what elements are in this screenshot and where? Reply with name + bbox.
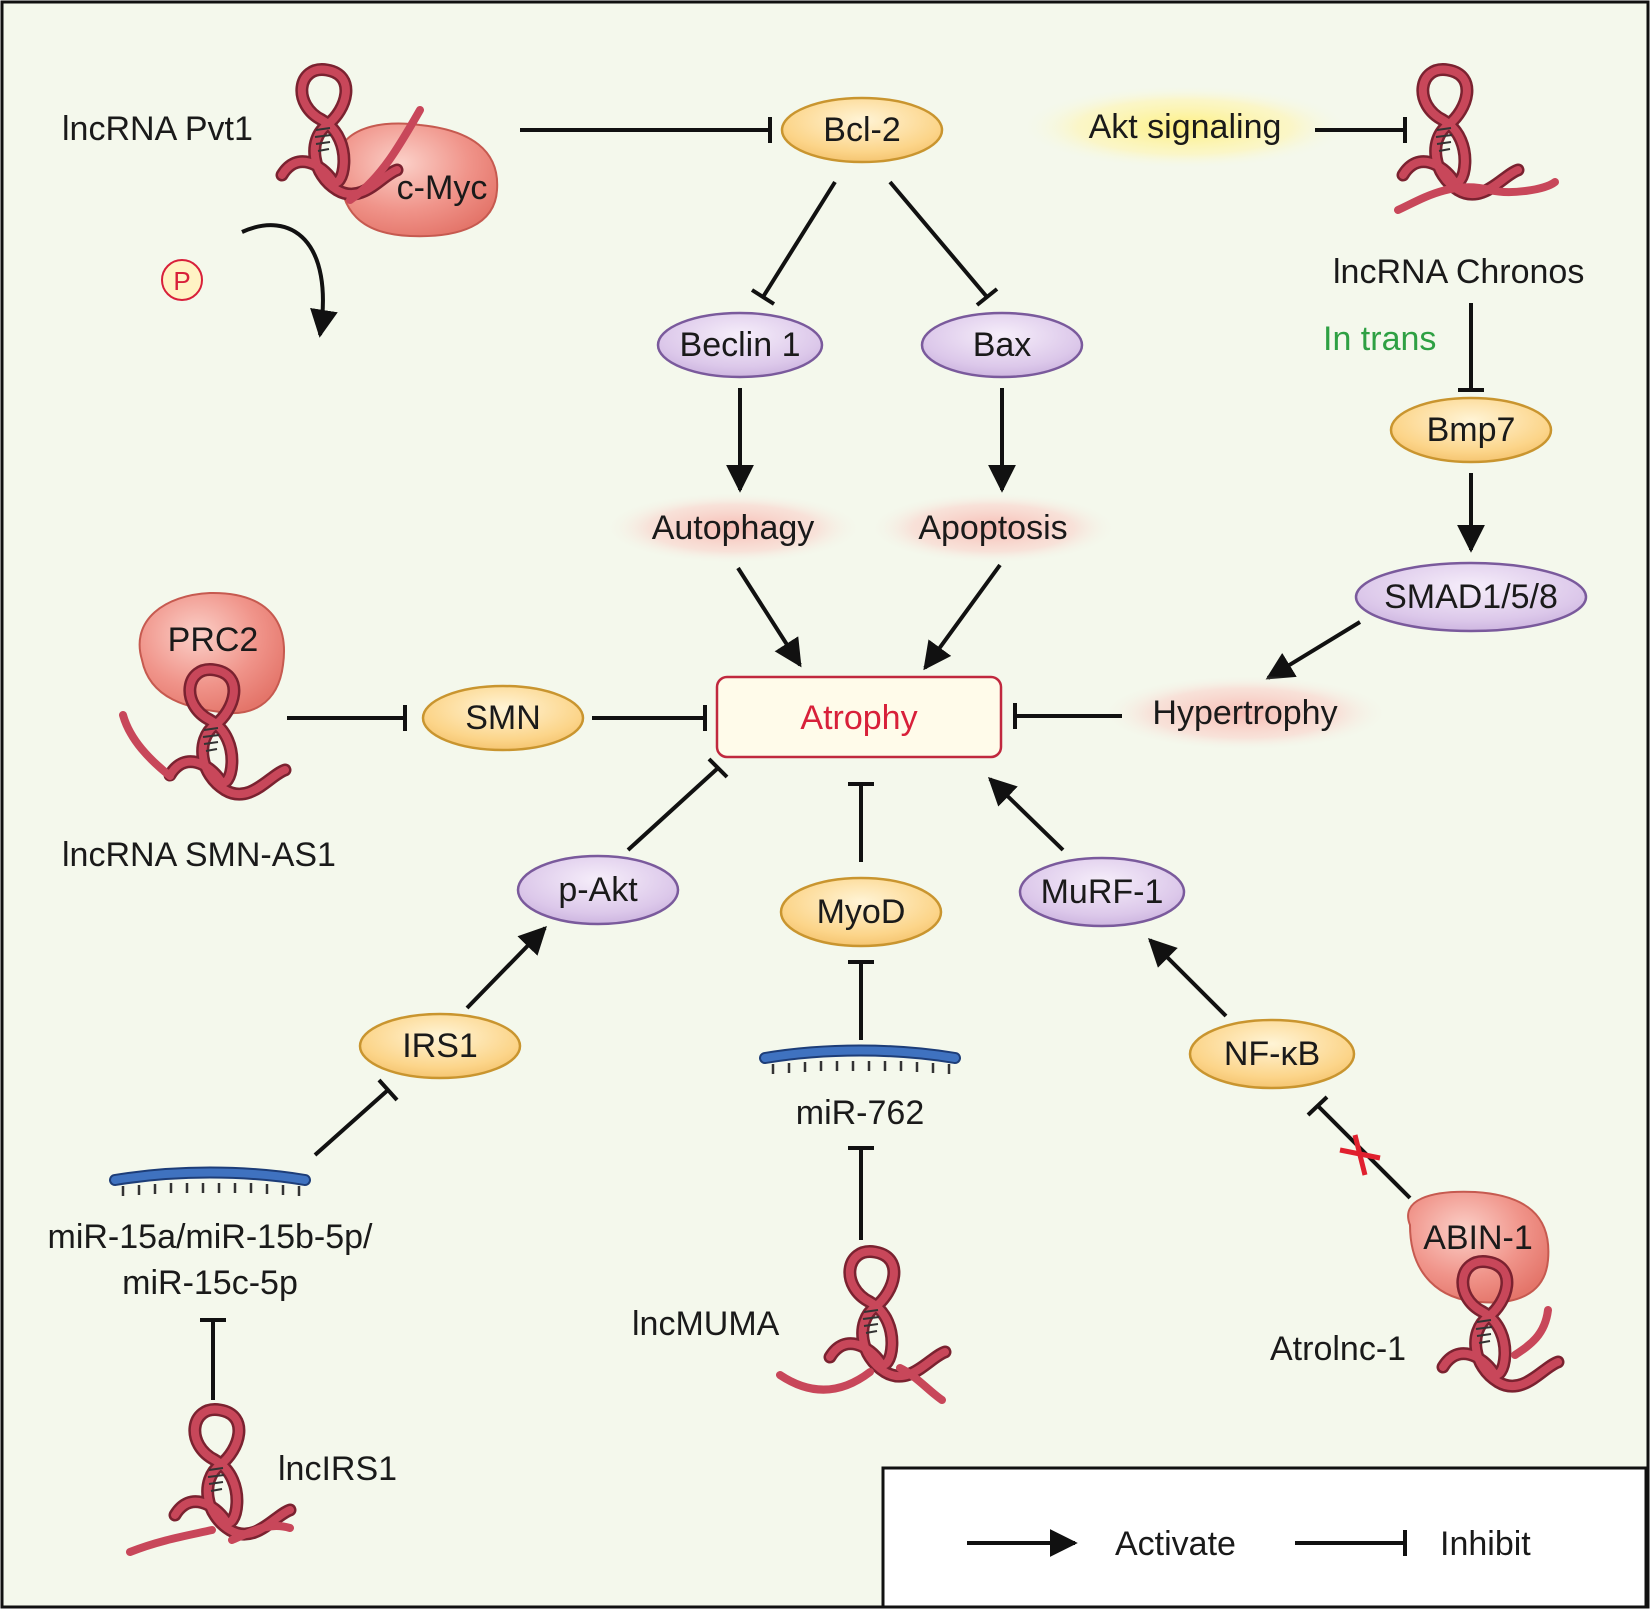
apoptosis-activate-atrophy: [923, 563, 1002, 671]
legend-inhibit-label: Inhibit: [1440, 1525, 1531, 1563]
autophagy-node: Autophagy: [603, 492, 863, 564]
smn-node: SMN: [421, 684, 585, 752]
svg-text:Atrophy: Atrophy: [800, 699, 917, 737]
pvt1-label: lncRNA Pvt1: [62, 110, 253, 148]
smn-as1-label: lncRNA SMN-AS1: [62, 836, 336, 874]
svg-text:Autophagy: Autophagy: [652, 509, 815, 547]
pakt-inhibit-atrophy: [626, 766, 720, 852]
pvt1-tail: [346, 106, 424, 204]
autophagy-activate-atrophy: [736, 566, 802, 668]
svg-text:MuRF-1: MuRF-1: [1041, 873, 1164, 911]
atrophy-node: Atrophy: [715, 675, 1003, 759]
mir15-inhibit-irs1: [313, 1088, 390, 1157]
akt-signaling-node: Akt signaling: [1020, 85, 1350, 169]
svg-text:PRC2: PRC2: [168, 621, 259, 659]
svg-text:P: P: [173, 266, 190, 296]
atrolnc1-label: Atrolnc-1: [1270, 1330, 1406, 1368]
cmyc-protein: c-Myc: [337, 122, 499, 238]
svg-text:Bax: Bax: [973, 326, 1032, 364]
mir15-label-line1: miR-15a/miR-15b-5p/: [48, 1218, 374, 1256]
bmp7-node: Bmp7: [1389, 396, 1553, 464]
svg-text:SMAD1/5/8: SMAD1/5/8: [1384, 578, 1558, 616]
legend: Activate Inhibit: [881, 1466, 1648, 1609]
in-trans-label: In trans: [1323, 320, 1436, 358]
smad-node: SMAD1/5/8: [1354, 561, 1588, 633]
blocked-cross-icon: [1339, 1134, 1381, 1176]
svg-text:IRS1: IRS1: [402, 1027, 478, 1065]
legend-activate-label: Activate: [1115, 1525, 1236, 1563]
nfkb-activate-murf1: [1148, 938, 1228, 1018]
mir15-label-line2: miR-15c-5p: [122, 1264, 298, 1302]
irs1-node: IRS1: [358, 1012, 522, 1080]
beclin1-node: Beclin 1: [656, 311, 824, 379]
svg-text:NF-κB: NF-κB: [1224, 1035, 1320, 1073]
svg-text:Bmp7: Bmp7: [1427, 411, 1516, 449]
nfkb-node: NF-κB: [1188, 1018, 1356, 1090]
bax-node: Bax: [920, 311, 1084, 379]
svg-text:Beclin 1: Beclin 1: [680, 326, 801, 364]
svg-text:Akt signaling: Akt signaling: [1089, 108, 1282, 146]
phospho-curved-arrow: [241, 223, 338, 338]
apoptosis-node: Apoptosis: [868, 492, 1118, 564]
svg-text:Hypertrophy: Hypertrophy: [1152, 694, 1337, 732]
lncirs1-label: lncIRS1: [278, 1450, 397, 1488]
irs1-activate-pakt: [465, 925, 547, 1010]
pakt-node: p-Akt: [516, 854, 680, 926]
svg-text:SMN: SMN: [465, 699, 541, 737]
bcl2-inhibit-bax: [888, 180, 989, 299]
svg-text:Bcl-2: Bcl-2: [823, 111, 900, 149]
svg-text:Apoptosis: Apoptosis: [918, 509, 1067, 547]
bcl2-inhibit-beclin1: [761, 180, 837, 299]
abin1-inhibit-nfkb: [1316, 1104, 1412, 1200]
phospho-icon: P: [161, 259, 203, 301]
svg-text:MyoD: MyoD: [817, 893, 906, 931]
chronos-label: lncRNA Chronos: [1333, 253, 1584, 291]
bcl2-node: Bcl-2: [780, 96, 944, 164]
svg-text:p-Akt: p-Akt: [558, 871, 638, 909]
prc2-protein: PRC2: [138, 591, 285, 714]
lncmuma-label: lncMUMA: [632, 1305, 780, 1343]
mir762-label: miR-762: [796, 1094, 924, 1132]
svg-text:ABIN-1: ABIN-1: [1423, 1219, 1533, 1257]
svg-text:c-Myc: c-Myc: [397, 169, 488, 207]
murf1-node: MuRF-1: [1018, 856, 1186, 928]
murf1-activate-atrophy: [987, 777, 1065, 852]
myod-node: MyoD: [779, 876, 943, 948]
smad-activate-hypertrophy: [1265, 620, 1362, 680]
hypertrophy-node: Hypertrophy: [1100, 675, 1390, 751]
abin1-protein: ABIN-1: [1407, 1190, 1550, 1304]
